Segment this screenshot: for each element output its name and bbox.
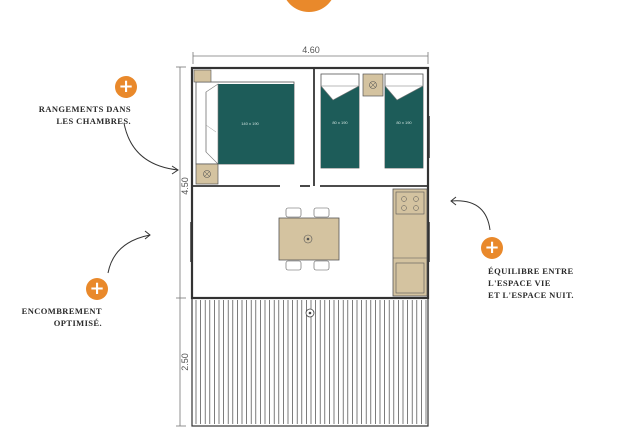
- balance-note-line3: ET L'ESPACE NUIT.: [488, 290, 574, 300]
- wardrobe: [193, 69, 212, 83]
- plus-icon: [86, 278, 108, 300]
- plus-icon: [115, 76, 137, 98]
- dining-set: [278, 207, 340, 271]
- width-dimension: [192, 52, 429, 64]
- single-bed-left: [320, 73, 360, 169]
- footprint-note-line2: OPTIMISÉ.: [53, 318, 102, 328]
- single-bed-right-size: 80 x 190: [396, 120, 412, 125]
- balance-note-line1: ÉQUILIBRE ENTRE: [488, 266, 574, 276]
- curved-arrow-icon: [450, 196, 457, 206]
- plus-icon: [481, 237, 503, 259]
- curved-arrow-icon: [144, 230, 151, 240]
- windows: [190, 116, 430, 262]
- double-bed: [195, 81, 295, 165]
- terrace-light: [305, 308, 315, 318]
- footprint-note-line1: ENCOMBREMENT: [21, 306, 102, 316]
- footprint-note: ENCOMBREMENT OPTIMISÉ.: [20, 305, 102, 329]
- balance-note-line2: L'ESPACE VIE: [488, 278, 551, 288]
- terrace-decking: [195, 300, 427, 424]
- single-bed-left-size: 80 x 190: [332, 120, 348, 125]
- curved-arrow-icon: [171, 165, 179, 175]
- storage-note-line2: LES CHAMBRES.: [56, 116, 131, 126]
- depth-interior-label: 4.50: [180, 177, 190, 195]
- interior-walls: [192, 68, 428, 187]
- depth-dimension: [176, 66, 186, 427]
- curved-arrow-icon: [450, 200, 491, 231]
- curved-arrow-icon: [107, 234, 151, 274]
- nightstand-double: [195, 163, 219, 185]
- balance-note: ÉQUILIBRE ENTRE L'ESPACE VIE ET L'ESPACE…: [488, 265, 574, 301]
- depth-terrace-label: 2.50: [180, 353, 190, 371]
- nightstand-singles: [362, 73, 384, 97]
- single-bed-right: [384, 73, 424, 169]
- kitchen-unit: [392, 188, 428, 297]
- storage-note: RANGEMENTS DANS LES CHAMBRES.: [36, 103, 131, 127]
- terrace-outline: [191, 297, 429, 427]
- width-dimension-label: 4.60: [302, 45, 320, 55]
- storage-note-line1: RANGEMENTS DANS: [38, 104, 131, 114]
- curved-arrow-icon: [123, 122, 179, 171]
- double-bed-size: 140 x 190: [241, 121, 259, 126]
